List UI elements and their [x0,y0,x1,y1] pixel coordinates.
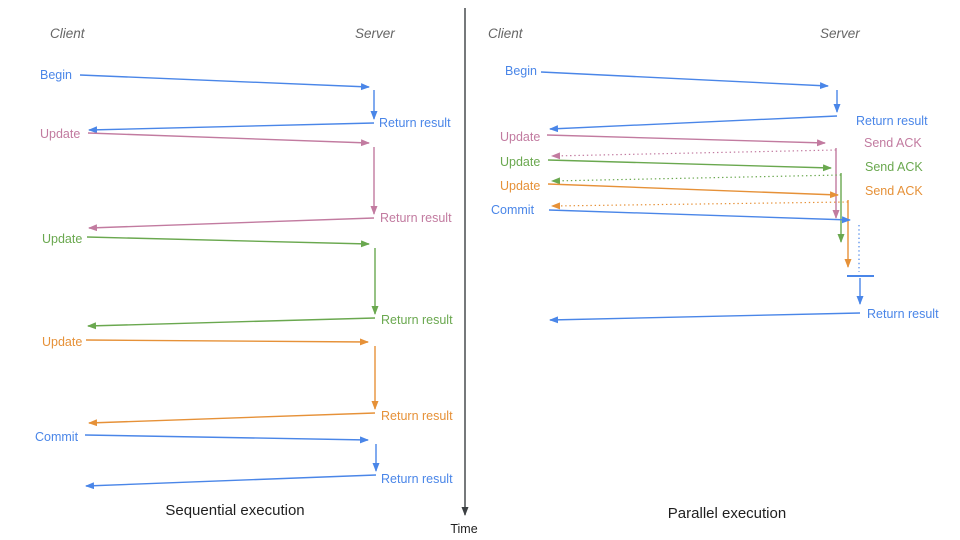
right-msg-update-1: Update Send ACK [500,130,922,219]
response-label: Return result [381,313,453,327]
message-label: Commit [491,203,535,217]
request-line [540,71,829,90]
response-label: Return result [379,116,451,130]
message-label: Update [42,335,82,349]
left-msg-begin: Begin Return result [40,68,451,134]
message-label: Update [500,155,540,169]
request-line [547,183,839,199]
response-label: Return result [867,307,939,321]
request-line [547,159,832,172]
response-label: Return result [381,472,453,486]
right-msg-commit: Commit Return result [491,203,939,324]
response-label: Return result [856,114,928,128]
message-label: Begin [40,68,72,82]
left-client-header: Client [50,26,86,41]
right-panel-title: Parallel execution [668,505,786,522]
request-line [548,209,851,224]
response-label: Return result [380,211,452,225]
response-label: Send ACK [864,136,922,150]
ack-dotted-line [551,201,849,210]
right-msg-update-3: Update Send ACK [500,179,923,268]
left-msg-update-1: Update Return result [40,127,452,232]
return-line [85,474,377,490]
response-label: Return result [381,409,453,423]
right-panel: Client Server Begin Return result Update… [488,26,939,522]
message-label: Update [500,179,540,193]
right-msg-update-2: Update Send ACK [500,155,923,243]
left-panel-title: Sequential execution [165,502,304,519]
right-msg-begin: Begin Return result [505,64,928,133]
message-label: Commit [35,430,79,444]
time-axis-label: Time [450,522,477,536]
return-line [549,312,861,324]
response-label: Send ACK [865,160,923,174]
request-line [84,434,369,444]
left-msg-update-2: Update Return result [42,232,453,330]
return-line [87,317,376,330]
request-line [79,74,370,91]
return-line [549,115,838,133]
message-label: Update [500,130,540,144]
response-label: Send ACK [865,184,923,198]
ack-dotted-line [551,149,837,160]
left-server-header: Server [355,26,395,41]
return-line [88,122,375,134]
left-msg-commit: Commit Return result [35,430,453,490]
request-line [86,236,370,248]
request-line [87,132,370,147]
message-label: Update [42,232,82,246]
request-line [85,338,369,346]
return-line [88,217,375,232]
left-msg-update-3: Update Return result [42,335,453,427]
message-label: Begin [505,64,537,78]
message-label: Update [40,127,80,141]
time-axis: Time [450,8,478,536]
return-line [88,412,376,427]
request-line [546,134,826,147]
left-panel: Client Server Begin Return result Update… [35,26,453,519]
right-client-header: Client [488,26,524,41]
ack-dotted-line [551,174,842,185]
right-server-header: Server [820,26,860,41]
